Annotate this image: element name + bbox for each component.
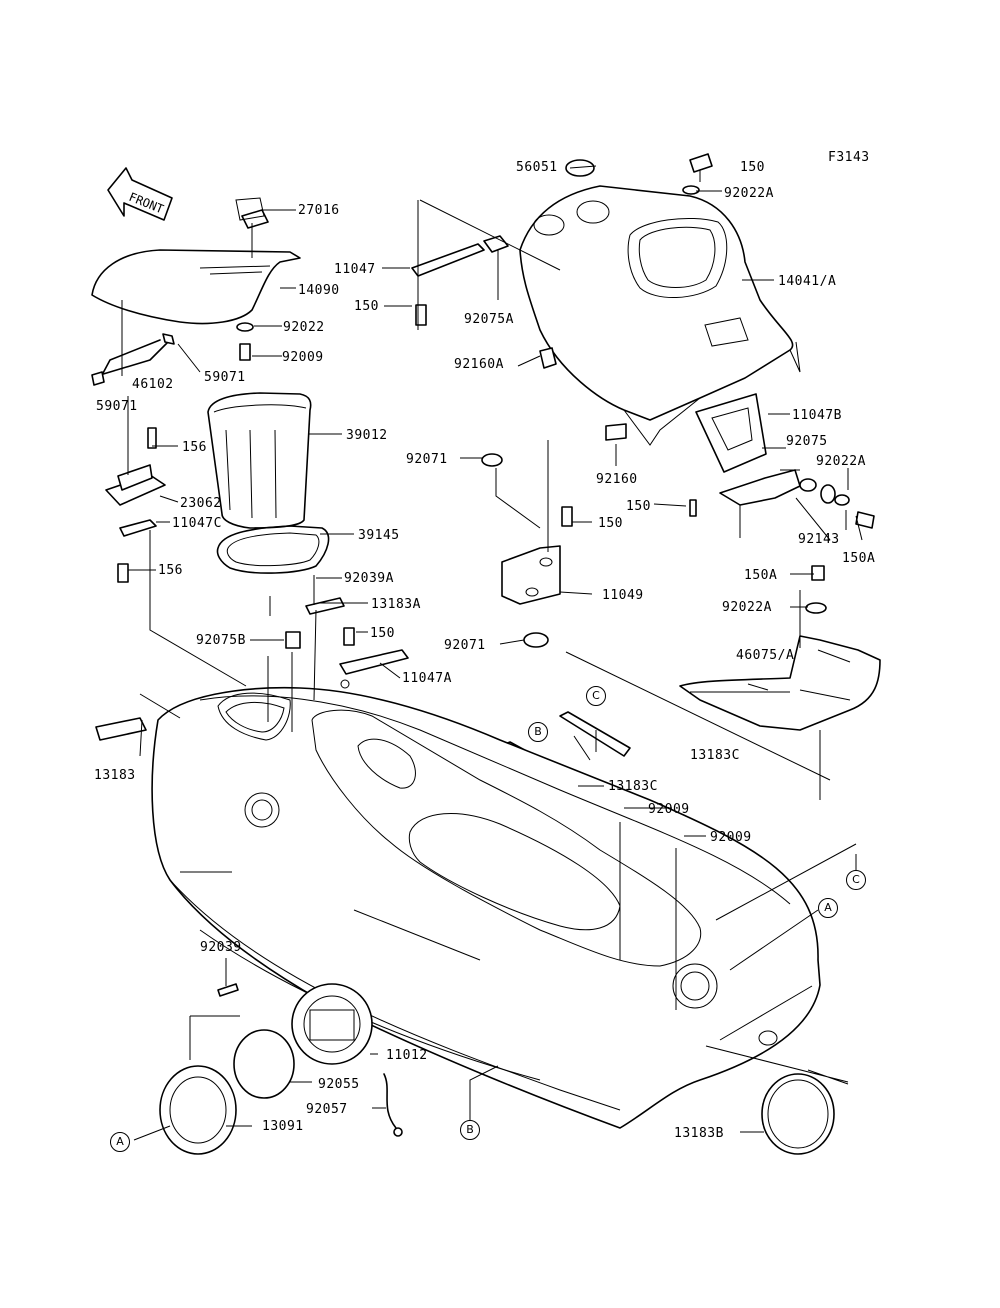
part-label-92071: 92071: [406, 452, 448, 467]
front-arrow-icon: FRONT: [107, 167, 173, 221]
part-label-92071-b: 92071: [444, 638, 486, 653]
callout-a-2: A: [110, 1132, 130, 1152]
part-label-92022: 92022: [283, 320, 325, 335]
part-label-92075: 92075: [786, 434, 828, 449]
part-label-11049: 11049: [602, 588, 644, 603]
part-label-13183c-b: 13183C: [608, 779, 658, 794]
part-label-92009: 92009: [282, 350, 324, 365]
part-label-92055: 92055: [318, 1077, 360, 1092]
part-label-13183: 13183: [94, 768, 136, 783]
part-label-13183a: 13183A: [371, 597, 421, 612]
part-label-92160: 92160: [596, 472, 638, 487]
callout-b-2: B: [460, 1120, 480, 1140]
part-label-11047: 11047: [334, 262, 376, 277]
part-label-23062: 23062: [180, 496, 222, 511]
part-label-11047a: 11047A: [402, 671, 452, 686]
part-label-92039: 92039: [200, 940, 242, 955]
part-label-92039a: 92039A: [344, 571, 394, 586]
part-label-150-r: 150: [626, 499, 651, 514]
part-label-92022a-b: 92022A: [722, 600, 772, 615]
part-label-150a-b: 150A: [744, 568, 778, 583]
callout-b: B: [528, 722, 548, 742]
leader-lines: [121, 165, 863, 1141]
part-label-11047b: 11047B: [792, 408, 842, 423]
part-label-11047c: 11047C: [172, 516, 222, 531]
callout-c-2: C: [846, 870, 866, 890]
part-label-92057: 92057: [306, 1102, 348, 1117]
part-label-39012: 39012: [346, 428, 388, 443]
part-label-59071: 59071: [204, 370, 246, 385]
part-label-92160a: 92160A: [454, 357, 504, 372]
seat-part: [91, 197, 301, 361]
part-label-156-b: 156: [158, 563, 183, 578]
hood-part: [519, 185, 801, 446]
callout-c: C: [586, 686, 606, 706]
hull-part: [151, 686, 821, 1129]
part-label-156: 156: [182, 440, 207, 455]
part-label-92009-a: 92009: [648, 802, 690, 817]
part-label-92075b: 92075B: [196, 633, 246, 648]
part-label-56051: 56051: [516, 160, 558, 175]
part-label-14041a: 14041/A: [778, 274, 837, 289]
part-label-150-c: 150: [598, 516, 623, 531]
part-label-13091: 13091: [262, 1119, 304, 1134]
part-label-59071-b: 59071: [96, 399, 138, 414]
part-label-150-left: 150: [354, 299, 379, 314]
part-label-92022a: 92022A: [724, 186, 774, 201]
part-label-150: 150: [370, 626, 395, 641]
part-label-150a: 150A: [842, 551, 876, 566]
part-label-13183c: 13183C: [690, 748, 740, 763]
part-label-46075a: 46075/A: [736, 648, 795, 663]
figure-code: F3143: [828, 150, 870, 165]
part-label-27016: 27016: [298, 203, 340, 218]
storage-bucket-part: [207, 392, 312, 529]
callout-a: A: [818, 898, 838, 918]
part-label-92075a: 92075A: [464, 312, 514, 327]
part-label-92009-b: 92009: [710, 830, 752, 845]
part-label-39145: 39145: [358, 528, 400, 543]
part-label-14090: 14090: [298, 283, 340, 298]
part-label-13183b: 13183B: [674, 1126, 724, 1141]
part-label-92143: 92143: [798, 532, 840, 547]
part-label-150-top: 150: [740, 160, 765, 175]
part-label-46102: 46102: [132, 377, 174, 392]
part-label-92022a-r: 92022A: [816, 454, 866, 469]
part-label-11012: 11012: [386, 1048, 428, 1063]
